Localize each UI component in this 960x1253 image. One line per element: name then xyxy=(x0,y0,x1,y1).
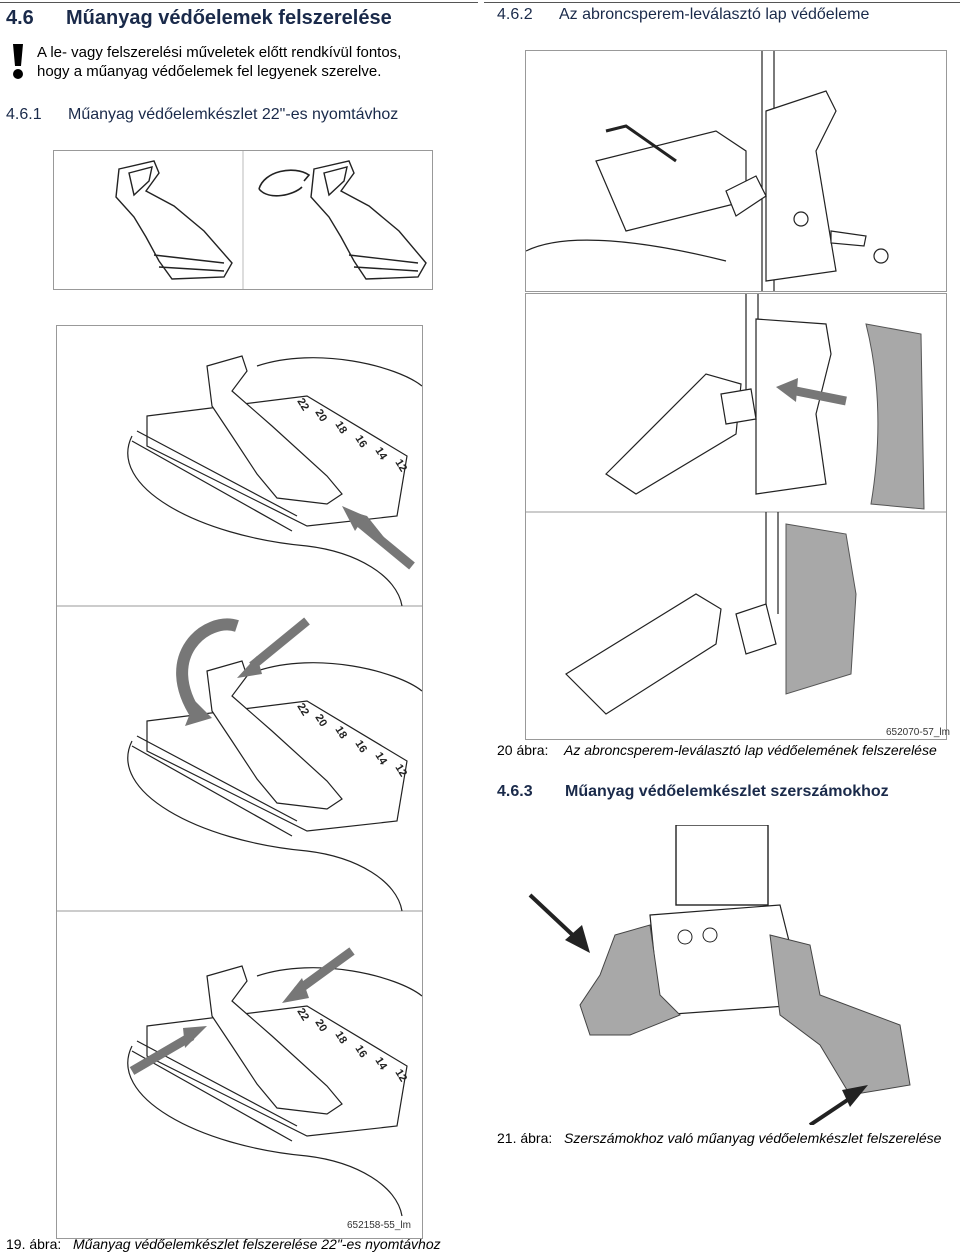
scale-labels-step-3: 22 20 18 16 14 12 xyxy=(294,1006,409,1084)
bead-breaker-protector-figure xyxy=(525,293,947,740)
arrow-left-tool xyxy=(528,893,580,942)
right-top-rule xyxy=(484,2,960,3)
scale-label-22: 22 xyxy=(294,701,311,718)
subsection-title: Műanyag védőelemkészlet 22"-es nyomtávho… xyxy=(68,106,399,123)
arrow-shaft-step-1 xyxy=(352,515,415,570)
step-3 xyxy=(127,965,422,1217)
subsection-4-6-3: 4.6.3 Műanyag védőelemkészlet szerszámokh… xyxy=(497,783,889,801)
protector-shield-grey xyxy=(865,323,925,510)
section-heading: 4.6 Műanyag védőelemek felszerelése xyxy=(6,7,392,30)
scale-label-20: 20 xyxy=(312,407,329,424)
scale-label-16: 16 xyxy=(352,433,369,450)
step-1 xyxy=(127,355,422,607)
installation-steps-figure: 22 20 18 16 14 12 22 20 18 16 14 12 xyxy=(56,325,423,1239)
warning-line-2: hogy a műanyag védőelemek fel legyenek s… xyxy=(37,63,382,80)
scale-label-12: 12 xyxy=(392,762,409,779)
caption-21-label: 21. ábra: xyxy=(497,1130,553,1146)
part-code-19: 652158-55_lm xyxy=(347,1220,411,1231)
caption-20-label: 20 ábra: xyxy=(497,742,549,758)
scale-label-16: 16 xyxy=(352,738,369,755)
scale-label-16: 16 xyxy=(352,1043,369,1060)
bead-breaker-detail-figure xyxy=(525,50,947,292)
subsection-number: 4.6.1 xyxy=(6,106,42,123)
caption-20-text: Az abroncsperem-leválasztó lap védőelemé… xyxy=(564,742,937,758)
arrow-shaft-step-2 xyxy=(249,617,310,670)
scale-label-18: 18 xyxy=(332,1029,349,1046)
rotate-arrow-step-2 xyxy=(176,618,239,720)
caption-20: 20 ábra: Az abroncsperem-leválasztó lap v… xyxy=(497,742,937,758)
arrow-shaft-step-3a xyxy=(294,947,355,995)
scale-label-12: 12 xyxy=(392,1067,409,1084)
scale-label-22: 22 xyxy=(294,396,311,413)
protector-right xyxy=(310,160,427,280)
caption-21: 21. ábra: Szerszámokhoz való műanyag védő… xyxy=(497,1130,941,1146)
scale-label-22: 22 xyxy=(294,1006,311,1023)
tool-protector-figure xyxy=(520,825,950,1125)
caption-21-text: Szerszámokhoz való műanyag védőelemkészl… xyxy=(564,1130,942,1146)
subsection-number: 4.6.2 xyxy=(497,6,533,23)
step-2 xyxy=(127,660,422,912)
protector-left xyxy=(115,160,233,280)
arrow-shaft-bead-breaker xyxy=(790,385,847,406)
protector-right-grey xyxy=(769,934,911,1096)
arrow-shaft-step-3b xyxy=(129,1032,195,1075)
warning-line-1: A le- vagy felszerelési műveletek előtt … xyxy=(37,44,402,61)
scale-label-20: 20 xyxy=(312,712,329,729)
part-code-20: 652070-57_lm xyxy=(886,727,950,738)
protector-left-grey xyxy=(579,924,681,1036)
subsection-number: 4.6.3 xyxy=(497,783,533,800)
subsection-title: Műanyag védőelemkészlet szerszámokhoz xyxy=(565,783,889,800)
caption-19-label: 19. ábra: xyxy=(6,1236,62,1252)
scale-label-18: 18 xyxy=(332,724,349,741)
warning-text: A le- vagy felszerelési műveletek előtt … xyxy=(37,43,401,81)
kit-parts-figure xyxy=(53,150,433,290)
tool-column xyxy=(675,825,769,906)
caption-19: 19. ábra: Műanyag védőelemkészlet felszer… xyxy=(6,1236,441,1252)
spring-clip xyxy=(258,169,311,197)
subsection-4-6-2: 4.6.2 Az abroncsperem-leválasztó lap védő… xyxy=(497,6,869,24)
scale-label-20: 20 xyxy=(312,1017,329,1034)
caption-19-text: Műanyag védőelemkészlet felszerelése 22"… xyxy=(73,1236,441,1252)
section-number: 4.6 xyxy=(6,7,34,29)
upper-view xyxy=(605,294,832,495)
exclamation-icon xyxy=(10,44,26,80)
subsection-4-6-1: 4.6.1 Műanyag védőelemkészlet 22"-es nyom… xyxy=(6,106,398,124)
scale-label-12: 12 xyxy=(392,457,409,474)
scale-label-18: 18 xyxy=(332,419,349,436)
protector-shield-mounted xyxy=(785,523,857,695)
lower-view xyxy=(565,512,779,715)
subsection-title: Az abroncsperem-leválasztó lap védőeleme xyxy=(559,6,870,23)
left-top-rule xyxy=(0,2,478,3)
section-title: Műanyag védőelemek felszerelése xyxy=(66,7,392,29)
